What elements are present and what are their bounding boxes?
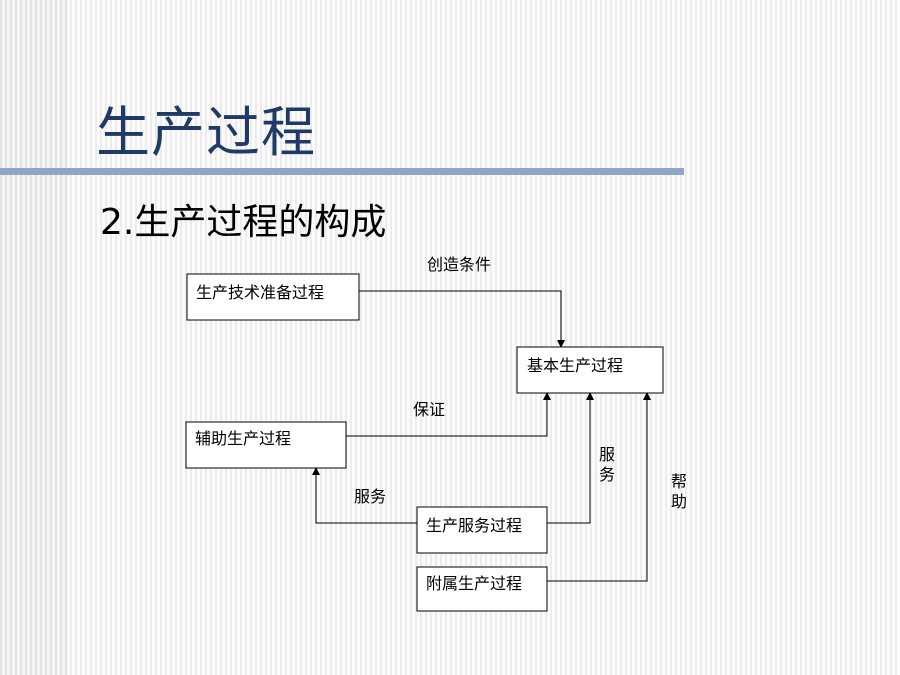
slide-title: 生产过程	[96, 101, 316, 164]
node-label-auxiliary: 辅助生产过程	[195, 429, 291, 448]
node-basic: 基本生产过程	[516, 346, 664, 394]
node-auxiliary: 辅助生产过程	[185, 421, 347, 469]
node-label-tech-prep: 生产技术准备过程	[196, 283, 324, 302]
edge-label-create-conditions: 创造条件	[427, 255, 491, 274]
edge-service-to-aux	[312, 467, 417, 524]
node-label-subsidiary: 附属生产过程	[426, 574, 522, 593]
node-service: 生产服务过程	[416, 506, 548, 554]
edge-label-service-to-basic: 服务	[599, 445, 615, 484]
edge-service-to-basic	[547, 392, 594, 524]
edge-tech-to-basic	[359, 290, 565, 348]
edge-label-service-to-aux: 服务	[354, 487, 386, 506]
node-subsidiary: 附属生产过程	[416, 566, 548, 612]
edge-aux-to-basic	[346, 392, 551, 437]
node-label-basic: 基本生产过程	[527, 356, 623, 375]
edge-label-guarantee: 保证	[413, 400, 445, 419]
edge-subsidiary-to-basic	[547, 392, 651, 582]
slide-subtitle: 2.生产过程的构成	[100, 202, 387, 243]
edge-label-help: 帮助	[671, 472, 687, 511]
background-stripe	[0, 0, 68, 675]
title-divider	[0, 168, 684, 175]
node-label-service: 生产服务过程	[426, 516, 522, 535]
node-tech-prep: 生产技术准备过程	[186, 273, 360, 321]
